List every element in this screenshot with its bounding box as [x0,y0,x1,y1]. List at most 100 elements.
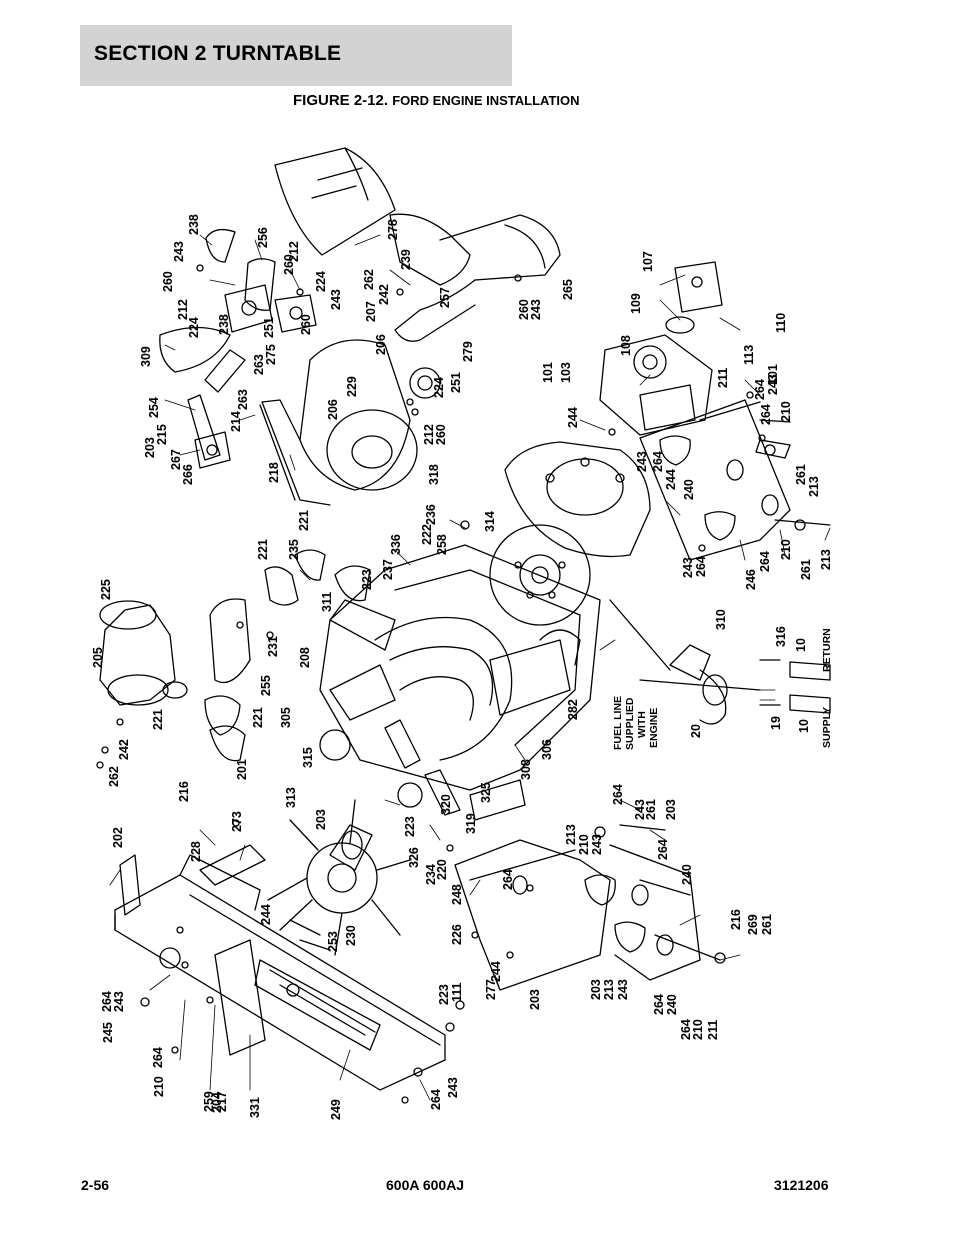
part-callout: 282 [566,699,580,720]
part-callout: 213 [602,979,616,1000]
part-callout: 260 [282,254,296,275]
part-callout: 240 [665,994,679,1015]
section-header: SECTION 2 TURNTABLE [80,25,512,86]
part-callout: 213 [819,549,833,570]
return-label: RETURN [821,628,833,672]
part-callout: 212 [287,241,301,262]
part-callout: 260 [434,424,448,445]
part-callout: 110 [774,313,788,333]
figure-caption: FORD ENGINE INSTALLATION [392,93,580,108]
part-callout: 260 [517,299,531,320]
part-callout: 234 [424,864,438,885]
part-callout: 331 [248,1097,262,1118]
part-callout: 263 [236,389,250,410]
part-callout: 222 [420,524,434,545]
part-callout: 221 [251,707,265,728]
part-callout: 221 [297,510,311,531]
engine-mount-bracket [639,399,831,561]
part-callout: 203 [143,437,157,458]
part-callout: 243 [529,299,543,320]
part-callout: 264 [501,869,515,890]
part-callout: 261 [794,464,808,485]
part-callout: 203 [664,799,678,820]
part-callout: 314 [483,511,497,532]
part-callout: 263 [252,354,266,375]
part-callout: 203 [528,989,542,1010]
part-callout: 206 [374,334,388,355]
lower-mount-brackets [454,824,721,991]
part-callout: 318 [427,464,441,485]
part-callout: 275 [264,344,278,365]
part-callout: 221 [151,709,165,730]
part-callout: 107 [641,251,655,272]
part-callout: 224 [432,377,446,398]
part-callout: 221 [256,539,270,560]
part-callout: 212 [422,424,436,445]
part-callout: 305 [279,707,293,728]
note-line-1: FUEL LINE [612,696,624,750]
part-callout: 262 [107,766,121,787]
section-title: SECTION 2 TURNTABLE [94,42,342,65]
engine-block [319,544,601,821]
part-callout: 264 [100,991,114,1012]
part-callout: 214 [229,411,243,432]
muffler [259,339,441,506]
part-callout: 243 [681,557,695,578]
part-callout: 210 [152,1076,166,1097]
part-callout: 225 [99,579,113,600]
part-callout: 243 [590,834,604,855]
note-line-2: SUPPLIED [624,697,636,750]
part-callout: 279 [461,341,475,362]
part-callout: 316 [774,626,788,647]
part-callout: 210 [691,1019,705,1040]
part-callout: 210 [577,834,591,855]
part-callout: 238 [187,214,201,235]
part-callout: 336 [389,534,403,555]
flywheel [489,524,591,626]
part-callout: 237 [381,559,395,580]
part-callout: 278 [386,219,400,240]
part-callout: 211 [716,368,730,388]
part-callout: 259 [202,1091,216,1112]
part-callout: 264 [759,404,773,425]
part-callout: 326 [407,847,421,868]
part-callout: 226 [450,924,464,945]
part-callout: 242 [117,739,131,760]
part-callout: 243 [172,241,186,262]
part-callout: 236 [424,504,438,525]
part-callout: 313 [284,787,298,808]
part-callout: 210 [779,539,793,560]
part-callout: 203 [314,809,328,830]
part-callout: 216 [177,781,191,802]
part-callout: 309 [139,346,153,367]
note-line-4: ENGINE [648,708,660,748]
part-callout: 223 [437,984,451,1005]
part-callout: 228 [189,841,203,862]
part-callout: 256 [256,227,270,248]
part-callout: 277 [484,979,498,1000]
part-callout: 223 [360,569,374,590]
part-callout: 103 [559,362,573,383]
part-callout: 202 [111,827,125,848]
figure-number: FIGURE 2-12. [293,92,389,109]
part-callout: 251 [449,372,463,393]
part-callout: 264 [429,1089,443,1110]
part-callout: 238 [217,314,231,335]
part-callout: 101 [766,364,780,385]
fuel-filter-assembly [609,599,831,725]
part-callout: 245 [101,1022,115,1043]
figure-title: FIGURE 2-12. FORD ENGINE INSTALLATION [293,92,580,109]
part-callout: 264 [753,379,767,400]
part-callout: 207 [364,301,378,322]
part-callout: 264 [694,556,708,577]
part-callout: 108 [619,335,633,356]
part-callout: 267 [169,449,183,470]
part-callout: 19 [769,716,783,730]
part-callout: 244 [566,407,580,428]
part-callout: 248 [450,884,464,905]
part-callout: 253 [326,931,340,952]
part-callout: 230 [344,925,358,946]
part-callout: 113 [742,345,756,365]
